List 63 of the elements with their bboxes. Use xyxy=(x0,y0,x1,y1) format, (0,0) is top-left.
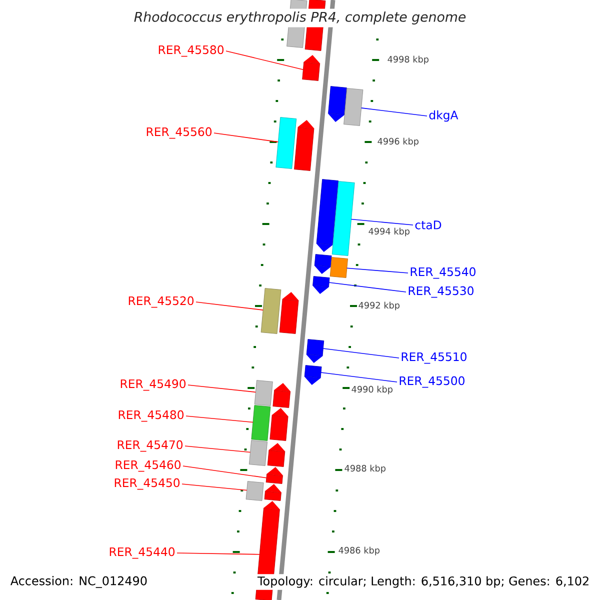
gene-feature xyxy=(251,405,271,441)
scale-label: 4986 kbp xyxy=(338,546,380,556)
leader-line xyxy=(226,50,304,70)
leader-line xyxy=(182,484,248,491)
gene-feature xyxy=(260,288,282,334)
gene-feature xyxy=(264,484,282,501)
gene-label: RER_45580 xyxy=(158,45,224,57)
scale-label: 4996 kbp xyxy=(378,138,419,146)
leader-line xyxy=(346,268,408,274)
leader-line xyxy=(322,348,400,358)
gene-label: RER_45520 xyxy=(128,296,194,308)
gene-feature xyxy=(272,383,291,408)
gene-label: RER_45510 xyxy=(402,352,466,364)
gene-feature xyxy=(304,365,322,385)
gene-label: RER_45530 xyxy=(408,286,474,298)
gene-label: RER_45540 xyxy=(410,267,476,279)
gene-feature xyxy=(316,179,338,252)
leader-line xyxy=(360,108,428,116)
gene-feature xyxy=(332,181,355,256)
scale-label: 4992 kbp xyxy=(358,302,400,310)
scale-label: 4998 kbp xyxy=(388,56,429,64)
gene-feature xyxy=(254,380,273,406)
gene-label: RER_45500 xyxy=(400,376,464,388)
leader-line xyxy=(184,446,251,453)
gene-feature xyxy=(279,292,299,334)
leader-line xyxy=(186,416,254,423)
scale-label: 4994 kbp xyxy=(368,228,410,236)
gene-label: RER_45450 xyxy=(114,478,180,490)
gene-label: dkgA xyxy=(429,110,458,122)
gene-feature xyxy=(328,86,347,122)
gene-feature xyxy=(294,120,314,171)
gene-feature xyxy=(276,117,297,169)
gene-feature xyxy=(302,55,320,81)
gene-feature xyxy=(312,276,330,294)
scale-label: 4988 kbp xyxy=(344,464,386,474)
leader-line xyxy=(188,384,256,393)
leader-line xyxy=(214,132,279,142)
gene-feature xyxy=(314,254,332,274)
gene-label: RER_45440 xyxy=(110,547,175,559)
gene-feature xyxy=(270,408,289,441)
footer-text: Accession: NC_012490 xyxy=(8,574,150,590)
footer-text: Topology: circular; Length: 6,516,310 bp; Genes: 6,102 xyxy=(255,574,592,590)
leader-line xyxy=(328,282,406,292)
gene-feature xyxy=(246,481,264,501)
gene-label: RER_45480 xyxy=(118,410,184,422)
leader-line xyxy=(196,302,264,310)
leader-line xyxy=(320,372,398,382)
scale-label: 4990 kbp xyxy=(352,386,393,394)
gene-feature xyxy=(330,257,348,278)
leader-line xyxy=(176,552,260,555)
leader-line xyxy=(350,218,414,226)
gene-label: RER_45490 xyxy=(120,379,186,391)
title: Rhodococcus erythropolis PR4, complete genome xyxy=(131,8,469,28)
gene-label: RER_45560 xyxy=(146,127,212,139)
gene-label: ctaD xyxy=(415,220,442,230)
leader-line xyxy=(182,466,267,478)
gene-feature xyxy=(306,339,324,363)
gene-label: RER_45470 xyxy=(118,440,183,452)
gene-feature xyxy=(248,440,268,466)
gene-feature xyxy=(344,88,364,126)
gene-feature xyxy=(267,443,286,467)
gene-feature xyxy=(266,467,284,484)
gene-label: RER_45460 xyxy=(116,460,181,472)
